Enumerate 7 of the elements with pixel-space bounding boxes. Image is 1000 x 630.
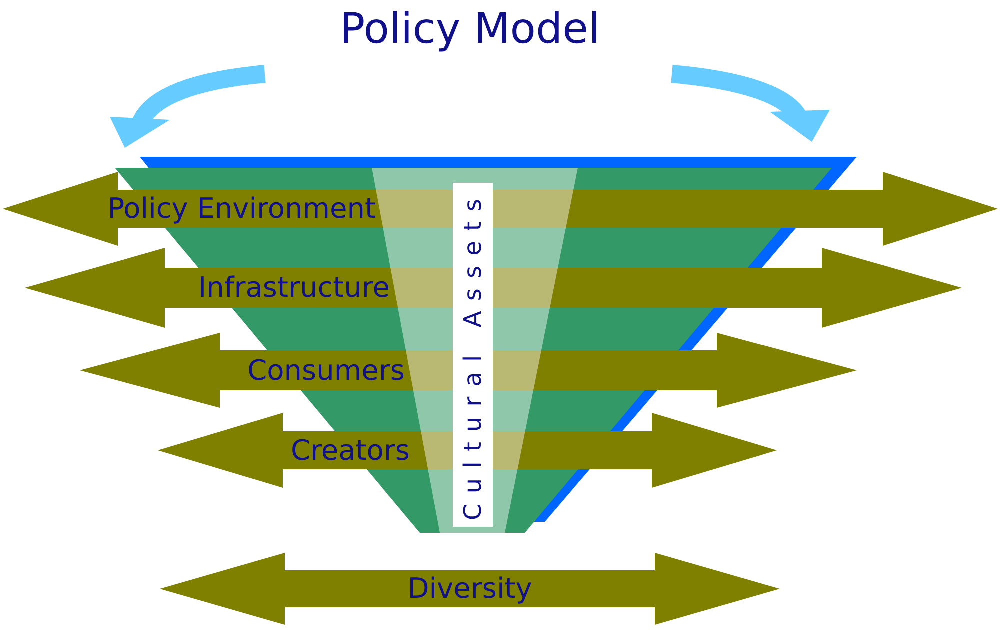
arrow-label: Creators — [290, 434, 410, 468]
arrow-label: Consumers — [248, 354, 405, 388]
arrow-label: Infrastructure — [198, 271, 390, 305]
title: Policy Model — [338, 3, 602, 55]
arrow-label: Diversity — [406, 572, 534, 606]
arrow-label: Policy Environment — [108, 192, 376, 226]
label-box: Cultural Assets — [453, 183, 493, 527]
